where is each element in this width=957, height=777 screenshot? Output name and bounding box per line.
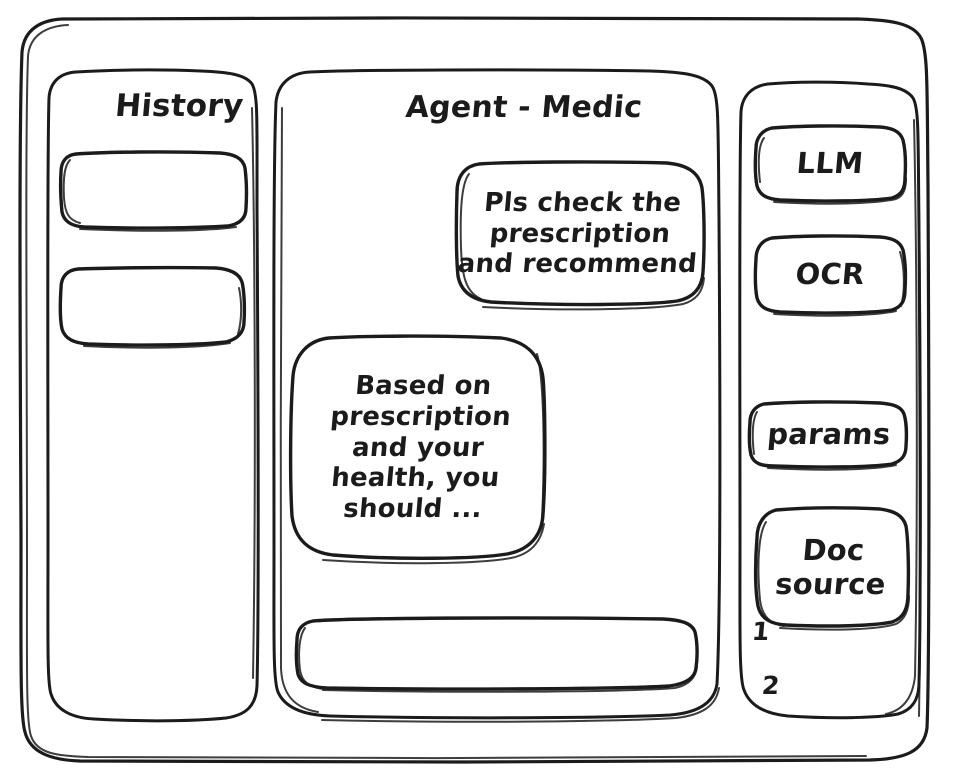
message-bubble-user-text: Pls check the prescription and recommend	[456, 187, 699, 280]
history-item-1[interactable]	[58, 150, 250, 232]
doc-source-button[interactable]: Doc source	[752, 506, 912, 631]
tool-llm-button[interactable]: LLM	[752, 124, 908, 205]
composer-input-value	[290, 616, 704, 690]
doc-list-item-1[interactable]: 1	[750, 616, 771, 646]
message-bubble-assistant-text: Based on prescription and your health, y…	[329, 371, 513, 524]
tool-llm-label: LLM	[795, 145, 865, 180]
params-label: params	[766, 416, 892, 451]
history-item-2-label	[55, 266, 252, 346]
tool-ocr-button[interactable]: OCR	[752, 234, 908, 317]
message-bubble-assistant: Based on prescription and your health, y…	[287, 334, 549, 565]
composer-input[interactable]	[290, 616, 704, 693]
tool-ocr-label: OCR	[794, 256, 866, 291]
doc-source-label: Doc source	[773, 532, 888, 601]
params-button[interactable]: params	[746, 400, 912, 471]
doc-list-item-2[interactable]: 2	[760, 670, 781, 700]
history-item-2[interactable]	[58, 265, 248, 349]
message-bubble-user: Pls check the prescription and recommend	[453, 160, 707, 311]
history-item-1-label	[55, 150, 254, 230]
